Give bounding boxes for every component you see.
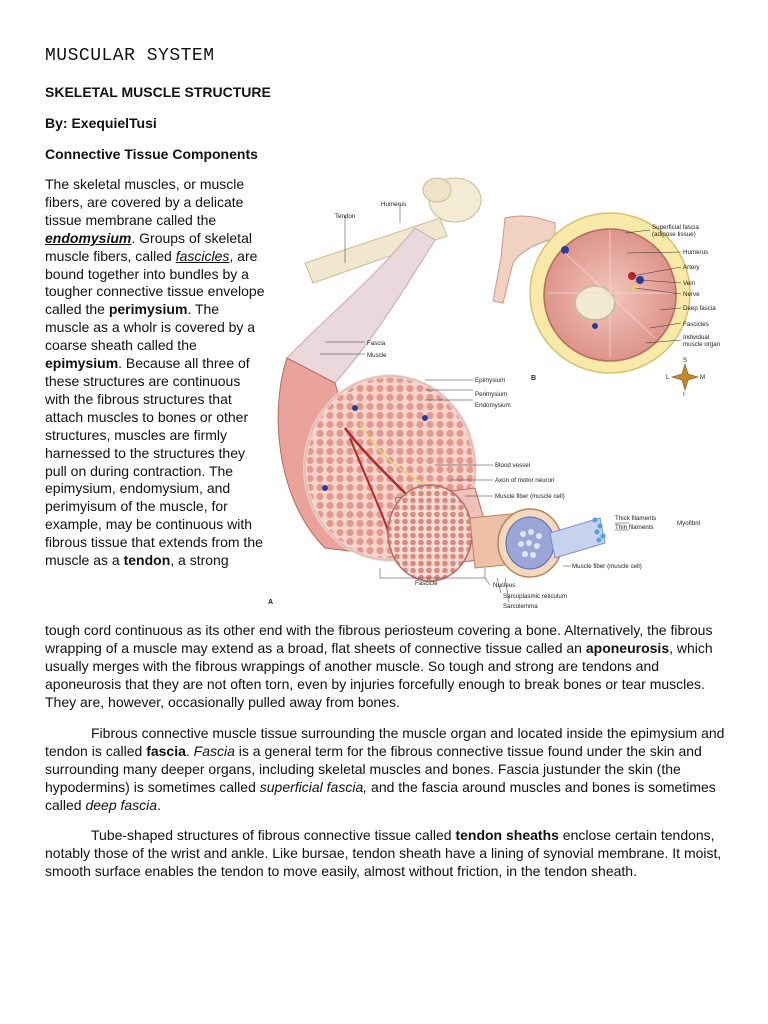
label-fascicle: Fascicle bbox=[415, 580, 438, 587]
label-sarcoplasmic-reticulum: Sarcoplasmic reticulum bbox=[503, 593, 567, 600]
panel-label-a: A bbox=[268, 599, 273, 606]
author-line: By: ExequielTusi bbox=[45, 115, 157, 131]
label-endomysium: Endomysium bbox=[475, 402, 511, 409]
label-muscle-fiber: Muscle fiber (muscle cell) bbox=[495, 493, 565, 500]
fascicle-drawing bbox=[387, 484, 496, 582]
label-axon: Axon of motor neuron bbox=[495, 477, 555, 484]
label-humerus-b: Humerus bbox=[683, 249, 708, 256]
muscle-structure-illustration: S L M I Tendon Humerus Fascia Muscle bbox=[268, 177, 721, 610]
label-nerve: Nerve bbox=[683, 291, 700, 298]
compass-label-i: I bbox=[683, 391, 685, 398]
label-perimysium: Perimysium bbox=[475, 391, 507, 398]
compass-label-m: M bbox=[700, 374, 705, 381]
label-artery: Artery bbox=[683, 264, 700, 271]
label-adipose: (adipose tissue) bbox=[652, 231, 696, 238]
label-epimysium: Epimysium bbox=[475, 377, 505, 384]
label-vein: Vein bbox=[683, 280, 696, 287]
cross-section-b bbox=[529, 212, 691, 374]
compass-label-s: S bbox=[683, 357, 687, 364]
label-muscle-fiber-2: Muscle fiber (muscle cell) bbox=[572, 563, 642, 570]
label-blood-vessel: Blood vessel bbox=[495, 462, 530, 469]
label-muscle: Muscle bbox=[367, 352, 387, 359]
compass-label-l: L bbox=[666, 374, 670, 381]
label-sarcolemma: Sarcolemma bbox=[503, 603, 538, 610]
paragraph-2: Fibrous connective muscle tissue surroun… bbox=[45, 725, 725, 813]
section-heading: Connective Tissue Components bbox=[45, 146, 258, 162]
panel-label-b: B bbox=[531, 375, 536, 382]
label-fascicles: Fascicles bbox=[683, 321, 709, 328]
label-muscle-organ: muscle organ bbox=[683, 341, 721, 348]
label-deep-fascia: Deep fascia bbox=[683, 305, 716, 312]
label-myofibril: Myofibril bbox=[677, 520, 700, 527]
document-title: MUSCULAR SYSTEM bbox=[45, 46, 215, 66]
subtitle-heading: SKELETAL MUSCLE STRUCTURE bbox=[45, 84, 271, 100]
label-thin-filaments: Thin filaments bbox=[615, 524, 654, 531]
label-thick-filaments: Thick filaments bbox=[615, 515, 656, 522]
paragraph-1-continued: tough cord continuous as its other end w… bbox=[45, 622, 713, 710]
muscle-fiber-drawing bbox=[469, 508, 606, 578]
label-superficial-fascia: Superficial fascia bbox=[652, 224, 699, 231]
label-nucleus: Nucleus bbox=[493, 582, 515, 589]
compass-rose: S L M I bbox=[666, 357, 705, 398]
paragraph-3: Tube-shaped structures of fibrous connec… bbox=[45, 827, 722, 879]
paragraph-1-column: The skeletal muscles, or muscle fibers, … bbox=[45, 176, 265, 569]
leader-lines bbox=[320, 203, 682, 603]
label-individual: Individual bbox=[683, 334, 709, 341]
label-humerus: Humerus bbox=[381, 201, 406, 208]
label-fascia: Fascia bbox=[367, 340, 386, 347]
label-tendon: Tendon bbox=[335, 213, 356, 220]
